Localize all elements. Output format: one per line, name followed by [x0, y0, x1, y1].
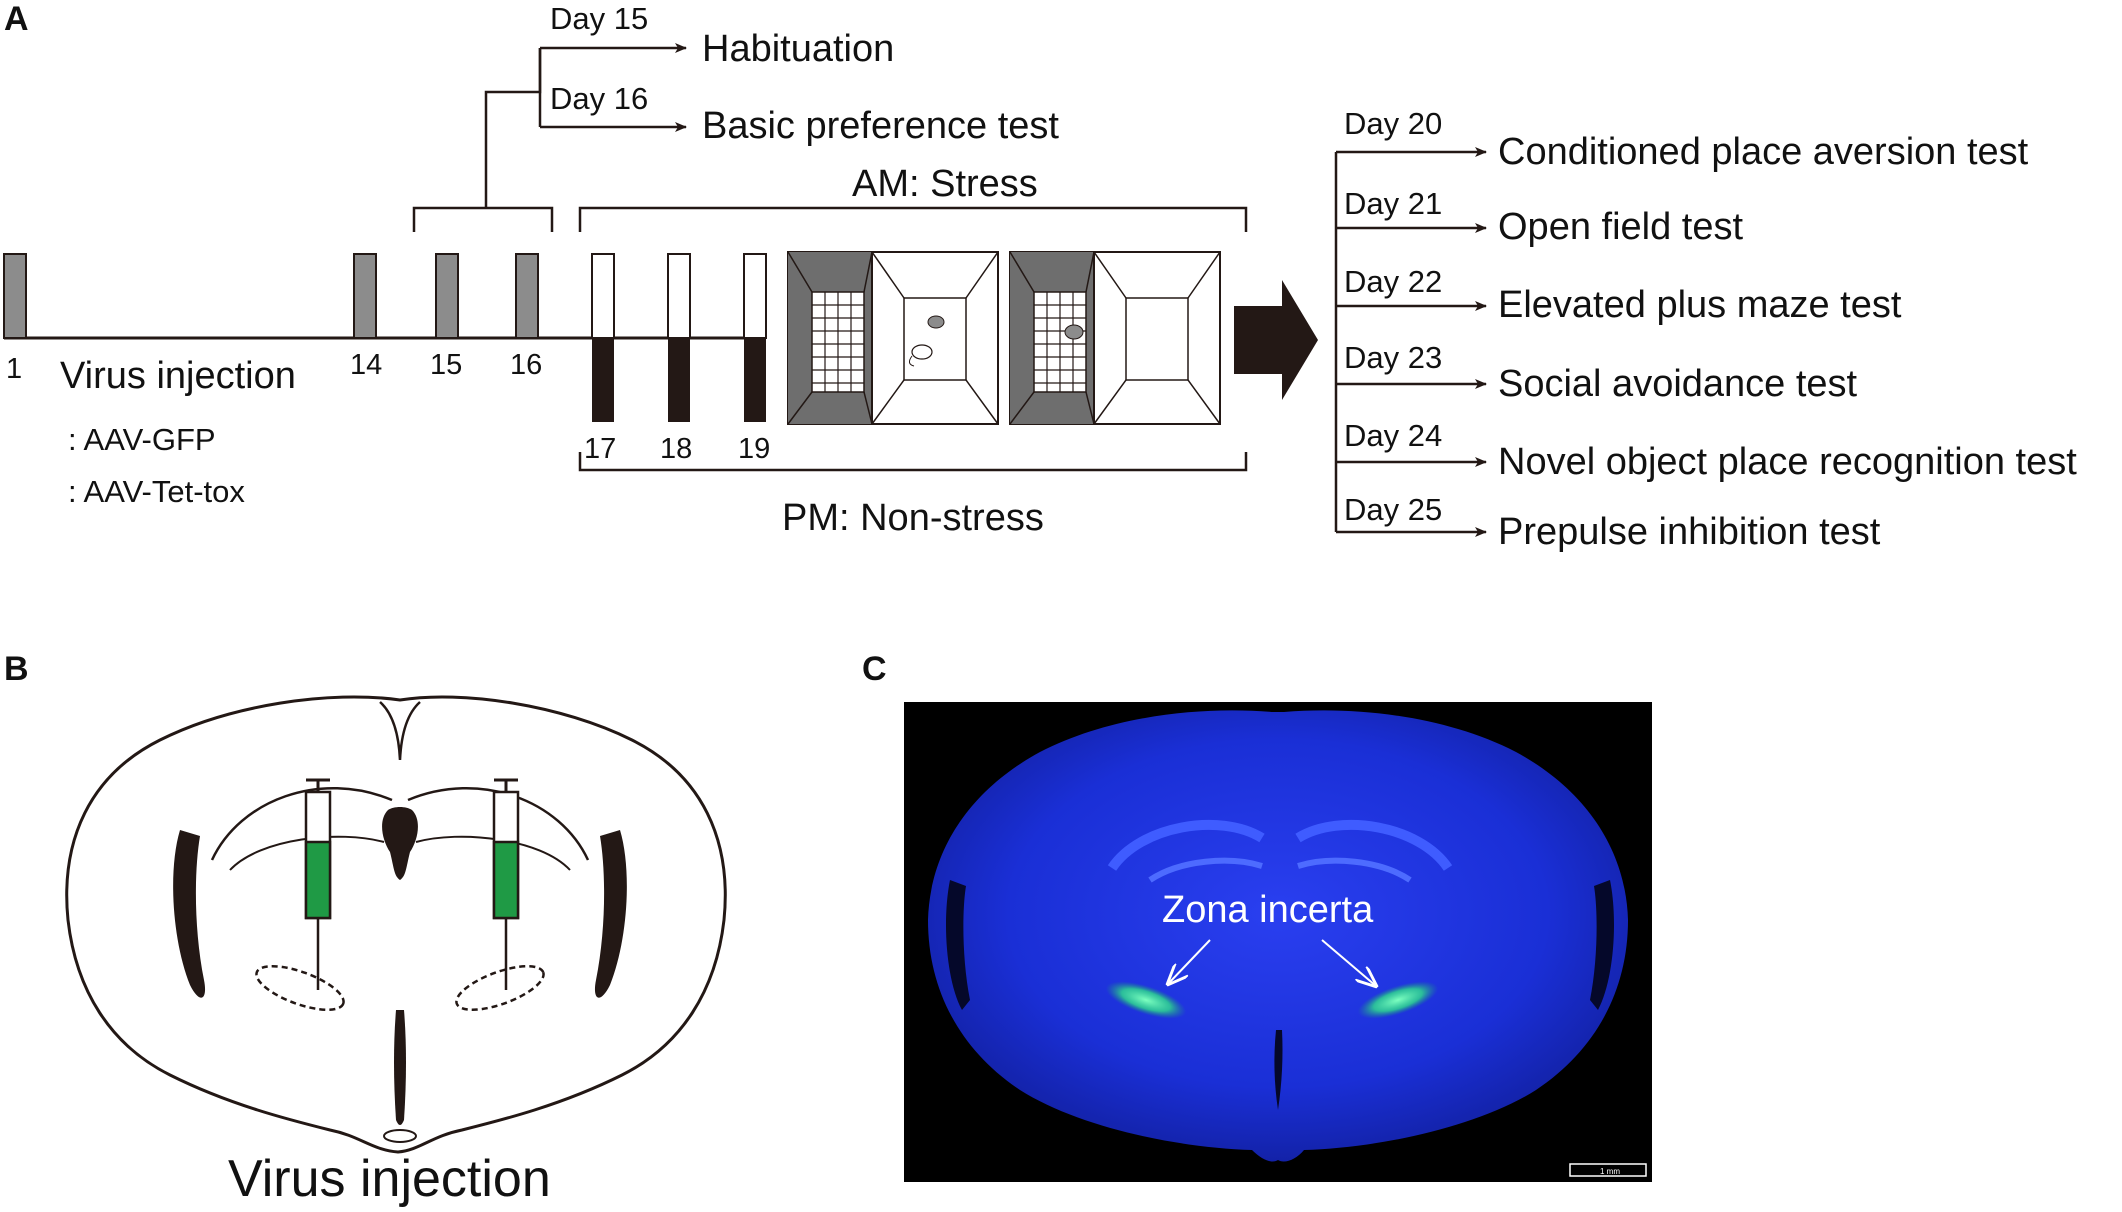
- bracket-pm: [578, 452, 1248, 472]
- scale-bar-label: 1 mm: [1600, 1167, 1620, 1176]
- day-label-14: 14: [350, 349, 382, 381]
- day-label-15: 15: [430, 349, 462, 381]
- day-bar-1: [3, 253, 27, 339]
- test-conditioned-place-aversion: Conditioned place aversion test: [1498, 131, 2029, 173]
- test-day-21: Day 21: [1344, 186, 1442, 221]
- stress-day-18: [667, 253, 691, 422]
- day-label-18: 18: [660, 433, 692, 465]
- test-novel-object-place-recognition: Novel object place recognition test: [1498, 441, 2077, 483]
- test-day-24: Day 24: [1344, 418, 1442, 453]
- hippocampus-left: [210, 787, 393, 861]
- stress-day-19: [743, 253, 767, 422]
- hippocampus-inner-left: [229, 835, 385, 871]
- panel-c: C Zona incerta 1 mm: [862, 650, 1652, 1182]
- third-ventricle: [382, 807, 418, 880]
- ventricle-dark-right: [1590, 880, 1614, 1010]
- pretest-day-16: Day 16: [550, 81, 648, 116]
- hippocampus-band-left: [1107, 819, 1265, 871]
- block-arrow-icon: [1234, 280, 1318, 400]
- ventricle-dark-left: [946, 880, 970, 1010]
- midline-fissure: [379, 701, 421, 761]
- brain-section-outline: [65, 695, 727, 1154]
- test-day-20: Day 20: [1344, 106, 1442, 141]
- pm-nonstress-label: PM: Non-stress: [782, 497, 1044, 539]
- test-prepulse-inhibition: Prepulse inhibition test: [1498, 511, 1881, 553]
- arrow-left-to-zi: [1168, 939, 1211, 984]
- target-zone-right: [455, 964, 545, 1012]
- bracket-am: [578, 206, 1248, 232]
- dentate-left: [1148, 857, 1263, 883]
- am-stress-label: AM: Stress: [852, 163, 1038, 205]
- test-day-23: Day 23: [1344, 340, 1442, 375]
- day-label-1: 1: [6, 353, 22, 385]
- dapi-stained-section: [928, 710, 1628, 1162]
- day-bar-14: [353, 253, 377, 339]
- midline-dark: [1274, 1030, 1283, 1110]
- day-bar-16: [515, 253, 539, 339]
- panel-label-a: A: [4, 0, 29, 38]
- ventral-fissure: [394, 1010, 406, 1125]
- pretest-day-15: Day 15: [550, 1, 648, 36]
- day-label-19: 19: [738, 433, 770, 465]
- stress-day-17: [591, 253, 615, 422]
- arrow-right-to-zi: [1321, 939, 1376, 986]
- syringe-right-icon: [492, 778, 520, 990]
- lateral-ventricle-left: [173, 830, 206, 998]
- target-zone-left: [255, 964, 345, 1012]
- test-open-field: Open field test: [1498, 206, 1743, 248]
- stress-apparatus-with-intruder: [787, 251, 999, 425]
- construct-tettox: : AAV-Tet-tox: [68, 474, 245, 509]
- panel-label-c: C: [862, 650, 887, 688]
- gfp-signal-left: [1105, 981, 1187, 1019]
- test-day-22: Day 22: [1344, 264, 1442, 299]
- day-label-16: 16: [510, 349, 542, 381]
- ventral-notch: [383, 1129, 417, 1143]
- bracket-days-15-16: [412, 206, 554, 232]
- panel-a: A 1 14 15 16 17 18 19 Virus injectio: [3, 0, 2077, 553]
- virus-injection-label: Virus injection: [60, 355, 296, 397]
- dentate-right: [1297, 857, 1412, 883]
- test-day-25: Day 25: [1344, 492, 1442, 527]
- test-elevated-plus-maze: Elevated plus maze test: [1498, 284, 1902, 326]
- panel-b-caption: Virus injection: [228, 1150, 551, 1208]
- construct-gfp: : AAV-GFP: [68, 422, 216, 457]
- pretest-basic-preference: Basic preference test: [702, 105, 1059, 147]
- day-label-17: 17: [584, 433, 616, 465]
- scale-bar: [1569, 1163, 1647, 1177]
- stress-apparatus-empty: [1009, 251, 1221, 425]
- lateral-ventricle-right: [594, 830, 627, 998]
- panel-label-b: B: [4, 650, 29, 688]
- syringe-left-icon: [304, 778, 332, 990]
- hippocampus-band-right: [1295, 819, 1453, 871]
- test-social-avoidance: Social avoidance test: [1498, 363, 1858, 405]
- panel-b: B: [4, 650, 727, 1208]
- test-schedule: Day 20 Conditioned place aversion test D…: [1334, 106, 2077, 553]
- gfp-signal-right: [1357, 981, 1439, 1019]
- pretest-habituation: Habituation: [702, 28, 894, 70]
- branch-line: [484, 48, 542, 208]
- zona-incerta-label: Zona incerta: [1162, 889, 1374, 931]
- day-bar-15: [435, 253, 459, 339]
